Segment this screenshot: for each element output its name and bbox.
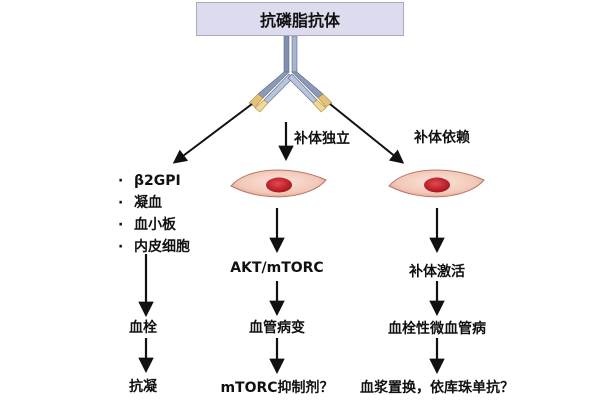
list-item: ·血小板 bbox=[118, 217, 176, 233]
title-text: 抗磷脂抗体 bbox=[259, 11, 340, 30]
right-branch-label: 补体依赖 bbox=[414, 130, 470, 146]
arrow-left-branch bbox=[172, 103, 253, 164]
middle-step-mtorc-inhibitor: mTORC抑制剂？ bbox=[220, 380, 334, 396]
middle-branch-label: 补体独立 bbox=[294, 131, 350, 147]
antibody-icon bbox=[248, 35, 333, 113]
right-step-plasma-exchange: 血浆置换，依库珠单抗？ bbox=[360, 380, 514, 396]
cell-icon-middle bbox=[230, 169, 327, 198]
list-item: ·凝血 bbox=[118, 195, 162, 211]
list-item: ·内皮细胞 bbox=[118, 239, 190, 255]
left-step-anticoagulation: 抗凝 bbox=[129, 379, 157, 395]
arrow-right-branch bbox=[329, 103, 405, 164]
right-step-tma: 血栓性微血管病 bbox=[388, 321, 486, 337]
list-item: ·β2GPI bbox=[118, 173, 181, 189]
middle-step-vasculopathy: 血管病变 bbox=[249, 320, 305, 336]
left-branch-list: ·β2GPI ·凝血 ·血小板 ·内皮细胞 bbox=[118, 170, 190, 258]
right-step-complement-activation: 补体激活 bbox=[409, 264, 465, 280]
middle-step-akt-mtorc: AKT/mTORC bbox=[230, 260, 324, 276]
left-step-thrombus: 血栓 bbox=[129, 320, 157, 336]
cell-icon-right bbox=[388, 169, 485, 198]
title-box: 抗磷脂抗体 bbox=[196, 2, 404, 36]
